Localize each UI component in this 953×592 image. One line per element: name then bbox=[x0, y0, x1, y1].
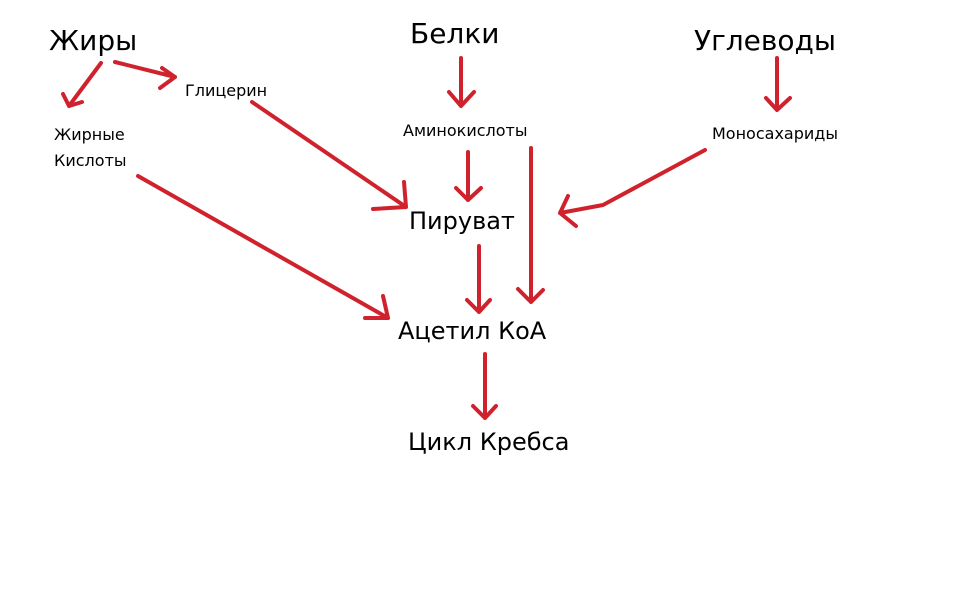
arrow-fats-to-fatty-acids bbox=[61, 61, 103, 108]
node-acetyl-coa: Ацетил КоА bbox=[398, 317, 547, 345]
node-monosaccharides: Моносахариды bbox=[712, 124, 838, 143]
arrow-pyruvate-to-acetyl-coa bbox=[465, 244, 492, 314]
node-proteins: Белки bbox=[410, 17, 500, 50]
arrow-carbohydrates-to-monosaccharides bbox=[764, 56, 792, 112]
arrow-monosaccharides-to-pyruvate bbox=[558, 148, 707, 228]
node-krebs-cycle: Цикл Кребса bbox=[408, 428, 570, 456]
node-glycerol: Глицерин bbox=[185, 81, 268, 100]
arrow-fatty-acids-to-acetyl-coa bbox=[136, 174, 390, 320]
node-carbohydrates: Углеводы bbox=[694, 24, 836, 57]
node-fats: Жиры bbox=[49, 24, 138, 57]
arrow-acetyl-coa-to-krebs-cycle bbox=[471, 352, 498, 420]
node-pyruvate: Пируват bbox=[409, 207, 515, 235]
node-amino-acids: Аминокислоты bbox=[403, 121, 528, 140]
arrow-amino-acids-to-pyruvate bbox=[454, 150, 483, 202]
arrow-glycerol-to-pyruvate bbox=[250, 100, 408, 211]
arrow-proteins-to-amino-acids bbox=[447, 56, 476, 108]
arrow-fats-to-glycerol bbox=[113, 60, 177, 90]
node-fatty-acids: Жирные Кислоты bbox=[54, 125, 127, 170]
arrow-amino-acids-to-acetyl-coa bbox=[516, 146, 545, 304]
